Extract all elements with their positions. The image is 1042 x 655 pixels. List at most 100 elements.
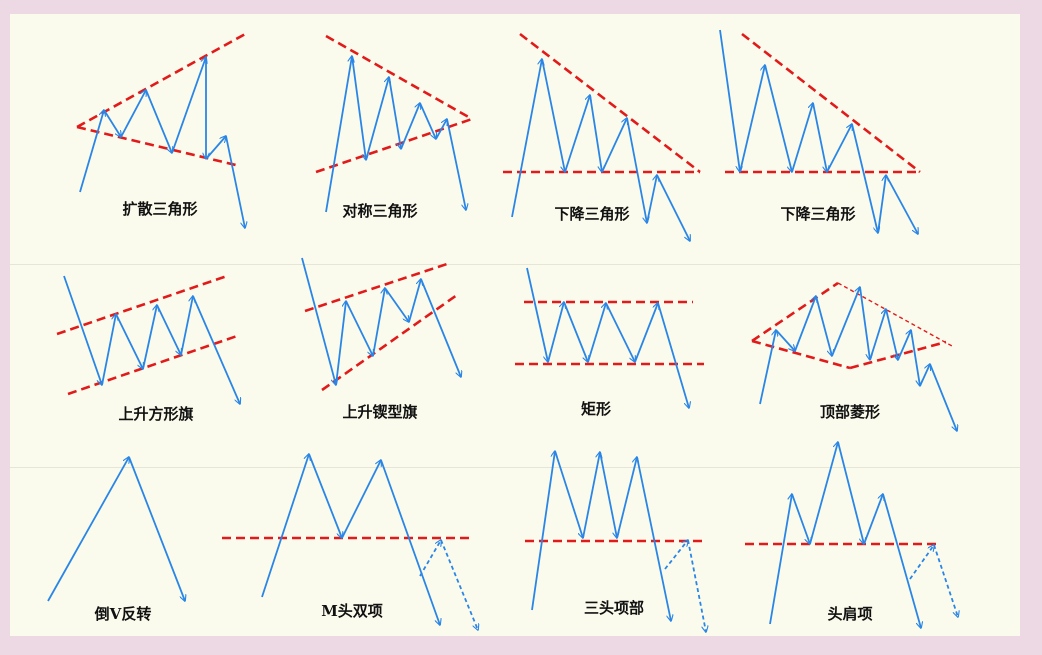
diamond-price-path-segment [919, 364, 930, 387]
rectangle-price-path-segment [605, 302, 635, 362]
wedge-price-path-segment [301, 257, 336, 385]
symmetrical-price-path-segment [351, 55, 366, 160]
rect-flag-upper-line [56, 274, 228, 336]
broadening-lower-trendline [76, 125, 241, 168]
symmetrical-price-path-segment [365, 77, 389, 161]
descending2-price-path-segment [764, 64, 792, 172]
diamond-price-path-segment [910, 329, 920, 386]
symmetrical-price-path-segment [400, 103, 420, 150]
triple-top-price-path-segment [636, 456, 671, 621]
diamond-lower-right [849, 340, 947, 370]
symmetrical-price-path-segment [419, 102, 436, 139]
descending2-upper-trendline [741, 32, 921, 174]
broadening-price-path-segment [225, 135, 245, 228]
wedge-price-path-segment [335, 301, 346, 386]
label-symmetrical-triangle: 对称三角形 [342, 202, 418, 220]
rect-flag-price-path-segment [156, 304, 181, 355]
diamond-price-path-segment [831, 287, 860, 357]
m-top-alt-path-segment [440, 539, 478, 630]
rect-flag-price-path-segment [115, 313, 143, 369]
m-top-price-path-segment [308, 453, 342, 538]
wedge-price-path-segment [408, 279, 421, 323]
descending1-price-path-segment [511, 59, 542, 218]
rect-flag-price-path-segment [63, 275, 102, 385]
descending2-price-path-segment [885, 174, 918, 234]
rectangle-price-path-segment [547, 302, 564, 363]
head-shoulders-price-path-segment [769, 494, 792, 625]
wedge-price-path-segment [372, 288, 385, 357]
descending1-price-path-segment [626, 117, 647, 223]
diamond-lower-left [751, 339, 851, 370]
row-divider-2 [10, 467, 1020, 468]
diamond-price-path-segment [759, 330, 776, 405]
wedge-lower-line [321, 293, 458, 392]
triple-top-price-path-segment [554, 450, 583, 538]
broadening-price-path-segment [120, 90, 146, 138]
rect-flag-price-path-segment [142, 305, 157, 370]
m-top-alt-path-segment [419, 540, 441, 577]
descending1-price-path-segment [646, 175, 657, 224]
head-shoulders-alt-path-segment [909, 545, 934, 580]
broadening-price-path-segment [205, 136, 226, 160]
head-shoulders-price-path-segment [809, 442, 838, 545]
triple-top-alt-path-segment [664, 540, 688, 570]
rectangle-price-path-segment [657, 302, 689, 408]
descending1-price-path-segment [541, 58, 565, 172]
triple-top-price-path-segment [616, 457, 637, 539]
diamond-price-path-segment [775, 329, 795, 351]
row-divider-1 [10, 264, 1020, 265]
descending2-price-path-segment [739, 65, 765, 173]
broadening-price-path-segment [103, 109, 121, 137]
m-top-price-path-segment [261, 454, 309, 598]
wedge-price-path-segment [384, 287, 409, 322]
wedge-price-path-segment [420, 278, 461, 377]
descending1-price-path-segment [601, 118, 627, 173]
symmetrical-price-path-segment [325, 56, 352, 213]
symmetrical-price-path-segment [388, 76, 401, 149]
head-shoulders-price-path-segment [791, 493, 810, 544]
rectangle-price-path-segment [587, 303, 606, 363]
label-rising-wedge-flag: 上升锲型旗 [342, 403, 418, 421]
descending2-price-path-segment [791, 103, 813, 173]
label-m-double-top: M头双项 [321, 602, 383, 620]
inverted-v-price-path-segment [128, 456, 185, 601]
symmetrical-price-path-segment [435, 119, 447, 140]
descending1-price-path-segment [656, 174, 690, 241]
diamond-price-path-segment [929, 363, 957, 431]
label-rectangle: 矩形 [580, 400, 612, 418]
descending2-price-path-segment [812, 102, 827, 172]
broadening-price-path-segment [79, 110, 104, 193]
rectangle-price-path-segment [563, 301, 588, 362]
diamond-price-path-segment [885, 308, 898, 360]
descending1-upper-trendline [519, 32, 701, 174]
rect-flag-price-path-segment [180, 296, 193, 356]
label-inverted-v-reversal: 倒V反转 [94, 605, 152, 623]
head-shoulders-alt-path-segment [933, 544, 958, 617]
label-ascending-rectangle-flag: 上升方形旗 [118, 405, 194, 423]
diamond-price-path-segment [897, 330, 911, 361]
inverted-v-price-path-segment [47, 457, 129, 602]
triple-top-alt-path-segment [687, 539, 706, 632]
descending2-price-path-segment [877, 175, 886, 234]
label-broadening-triangle: 扩散三角形 [122, 200, 198, 218]
descending1-price-path-segment [564, 95, 590, 173]
label-head-and-shoulders-top: 头肩项 [827, 605, 873, 623]
rect-flag-price-path-segment [192, 295, 240, 404]
diamond-price-path-segment [815, 295, 832, 356]
label-descending-triangle-1: 下降三角形 [554, 205, 630, 223]
wedge-price-path-segment [345, 300, 373, 356]
diamond-upper-left [751, 281, 839, 343]
m-top-price-path-segment [380, 459, 440, 625]
rect-flag-price-path-segment [101, 314, 116, 386]
label-diamond-top: 顶部菱形 [819, 403, 881, 421]
broadening-price-path-segment [171, 57, 206, 154]
triple-top-price-path-segment [582, 452, 600, 539]
head-shoulders-price-path-segment [863, 494, 883, 545]
triple-top-price-path-segment [531, 451, 555, 611]
m-top-price-path-segment [341, 460, 381, 539]
descending2-price-path-segment [826, 124, 852, 173]
head-shoulders-price-path-segment [882, 493, 921, 628]
wedge-upper-line [304, 261, 451, 313]
diamond-price-path-segment [869, 309, 886, 361]
diamond-price-path-segment [794, 296, 816, 352]
